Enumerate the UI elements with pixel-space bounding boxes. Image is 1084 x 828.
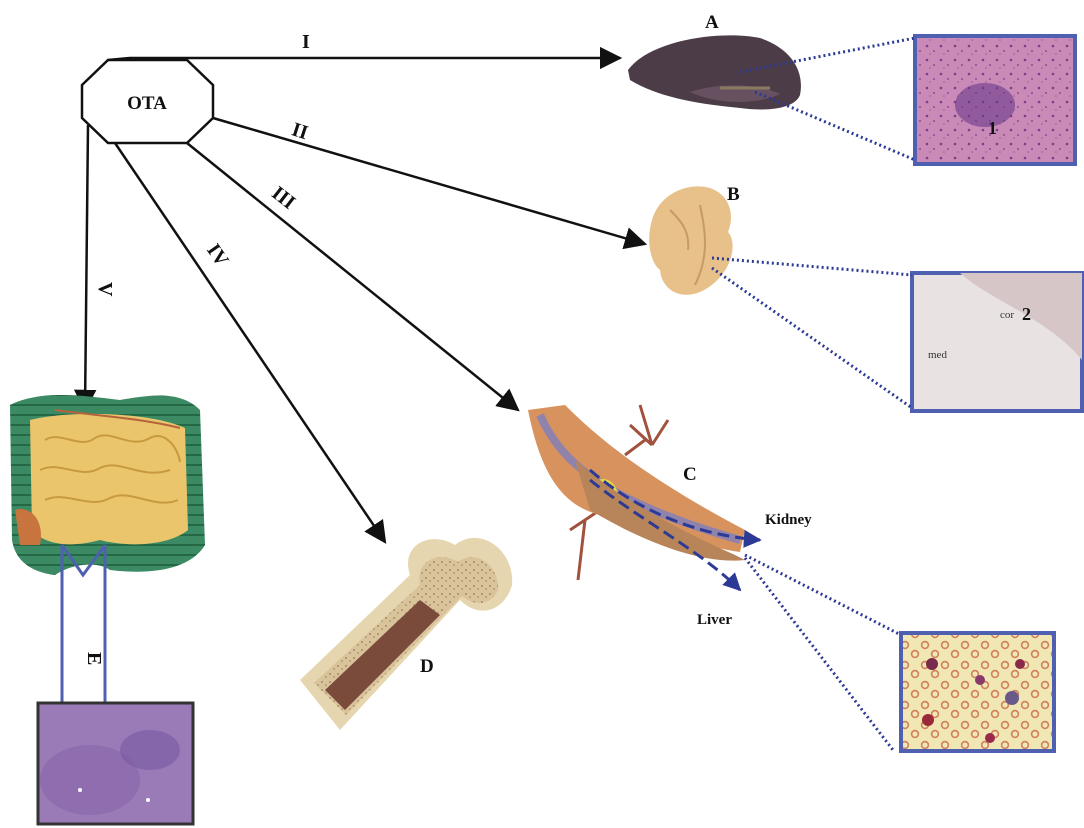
panel-2-cor: cor [1000,309,1014,321]
label-iv: IV [202,240,233,271]
organ-a-label: A [705,12,719,33]
micrograph-panel-blood [901,633,1054,751]
arrow-ii [213,118,645,244]
panel-2-label: 2 [1022,304,1031,324]
organ-b: B [649,184,740,295]
panel-2-med: med [928,349,947,361]
organ-b-label: B [727,184,740,205]
organ-c-blood-vessel: C Kidney Liver [528,405,812,628]
ota-node: OTA [82,60,213,143]
ota-label: OTA [127,93,167,114]
micrograph-panel-2: cor 2 med [912,273,1082,411]
organ-d-bone: D [300,538,512,730]
organ-a-spleen: A [628,12,801,109]
label-ii: II [289,118,311,144]
panel-1-label: 1 [988,118,997,138]
connector-b [712,258,912,408]
connector-c [745,555,901,750]
label-i: I [302,31,310,53]
flow-label-kidney: Kidney [765,512,812,528]
micrograph-panel-e [38,703,193,824]
organ-intestine [10,395,205,575]
label-iii: III [267,182,299,214]
organ-c-label: C [683,464,697,485]
organ-d-label: D [420,656,434,677]
micrograph-panel-1: 1 [915,36,1075,164]
flow-label-liver: Liver [697,612,732,628]
label-v: V [94,282,116,297]
label-e: E [83,652,105,665]
arrow-v [85,125,88,410]
arrow-iii [187,143,518,410]
